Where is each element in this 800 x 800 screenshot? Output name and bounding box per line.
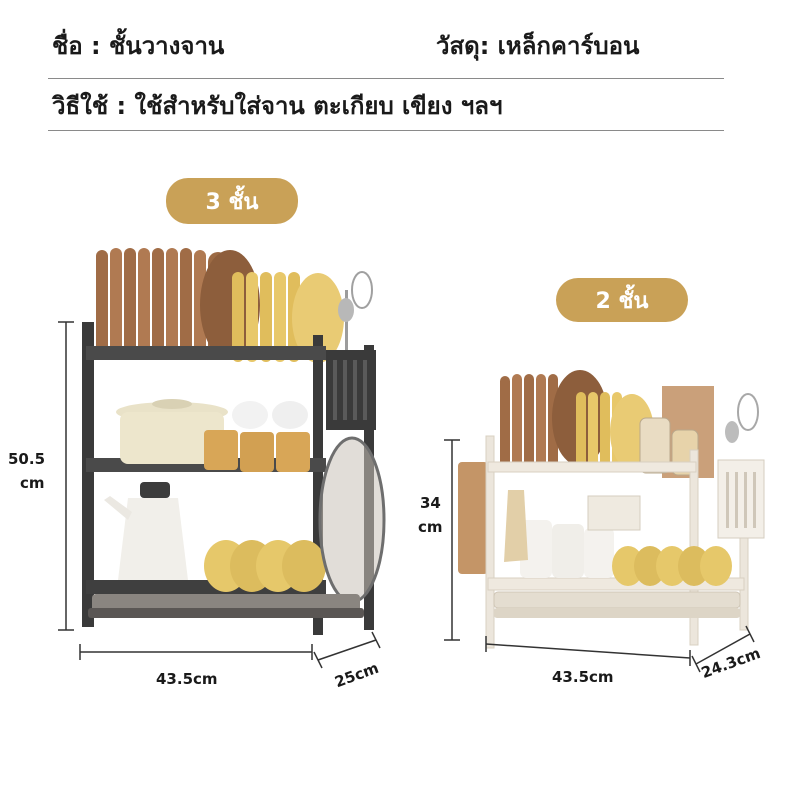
height-value-2tier: 34 — [420, 494, 441, 512]
height-value-3tier: 50.5 — [8, 450, 46, 468]
rack-2tier-image — [458, 370, 765, 649]
dimension-lines — [58, 321, 755, 673]
bowls — [204, 540, 326, 592]
width-2tier: 43.5cm — [552, 668, 614, 686]
yellow-plates — [232, 272, 344, 363]
brown-plates — [96, 248, 260, 360]
badge-3-tier: 3 ชั้น — [166, 178, 298, 224]
rack-3tier-image — [82, 248, 386, 635]
usage-label: วิธีใช้ : ใช้สำหรับใส่จาน ตะเกียบ เขียง … — [52, 92, 503, 120]
divider — [48, 130, 724, 131]
divider — [48, 78, 724, 79]
material-label: วัสดุ: เหล็กคาร์บอน — [436, 32, 640, 60]
product-name: ชื่อ : ชั้นวางจาน — [52, 32, 225, 60]
width-3tier: 43.5cm — [156, 670, 218, 688]
height-unit-2tier: cm — [418, 518, 443, 536]
badge-2-tier: 2 ชั้น — [556, 278, 688, 322]
height-unit-3tier: cm — [20, 474, 45, 492]
cups — [204, 401, 310, 472]
